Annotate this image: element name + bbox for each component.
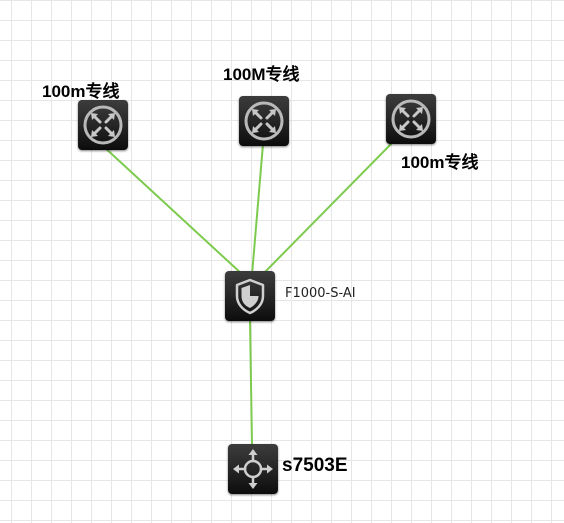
router-left-label: 100m专线: [42, 82, 120, 101]
link-firewall-to-core-switch[interactable]: [249, 319, 253, 447]
firewall-node[interactable]: [225, 271, 275, 321]
router-right-label: 100m专线: [401, 153, 479, 172]
router-node-middle[interactable]: [239, 96, 289, 146]
link-mid-router-to-firewall[interactable]: [251, 143, 264, 276]
layer3-switch-icon: [233, 449, 273, 489]
core-switch-node[interactable]: [228, 444, 278, 494]
router-node-right[interactable]: [386, 94, 436, 144]
router-icon: [83, 105, 123, 145]
router-icon: [391, 99, 431, 139]
firewall-shield-icon: [235, 278, 265, 315]
link-left-router-to-firewall[interactable]: [102, 145, 244, 276]
router-node-left[interactable]: [78, 100, 128, 150]
router-icon: [244, 101, 284, 141]
core-switch-label: s7503E: [282, 455, 348, 476]
router-middle-label: 100M专线: [223, 65, 300, 84]
firewall-label: F1000-S-AI: [285, 286, 356, 301]
link-right-router-to-firewall[interactable]: [261, 139, 396, 276]
